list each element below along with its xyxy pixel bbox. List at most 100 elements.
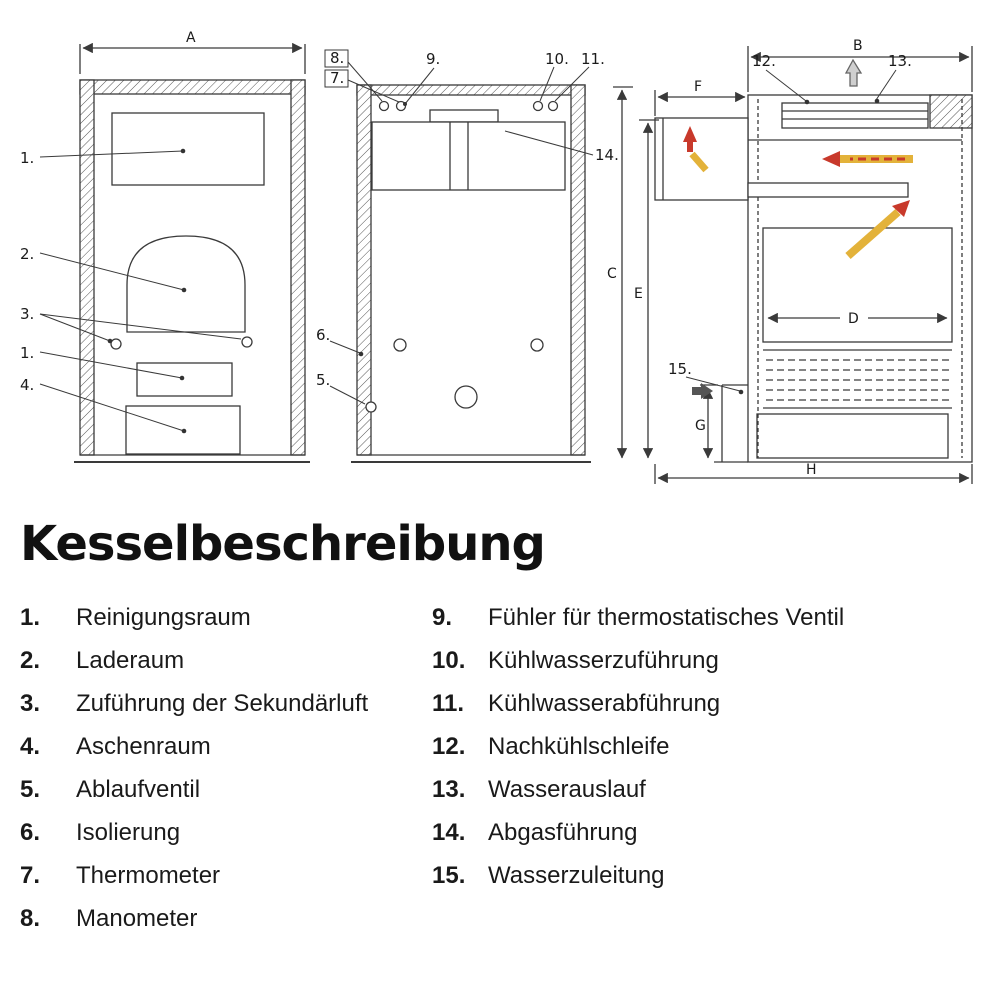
front-view-leader-lines bbox=[39, 148, 242, 434]
callout-4-aschenraum: 4. bbox=[20, 376, 34, 394]
legend-item-number: 7. bbox=[20, 862, 41, 889]
legend-item-label: Aschenraum bbox=[76, 733, 211, 760]
dimension-a: A bbox=[79, 30, 306, 74]
flue-outlet-box bbox=[429, 109, 499, 123]
page-title: Kesselbeschreibung bbox=[20, 516, 546, 572]
legend-item-label: Kühlwasserzuführung bbox=[488, 647, 719, 674]
dimension-label: F bbox=[694, 79, 702, 95]
legend-item-label: Thermometer bbox=[76, 862, 221, 889]
legend-item-label: Abgasführung bbox=[488, 819, 638, 846]
legend-item-number: 3. bbox=[20, 690, 41, 717]
legend-item-label: Wasserauslauf bbox=[488, 776, 646, 803]
legend-item: 1. Reinigungsraum bbox=[20, 604, 432, 632]
callout-1-reinigungsraum: 1. bbox=[20, 149, 34, 167]
legend-item-number: 14. bbox=[432, 819, 466, 846]
callout-10-kuehlwasserzufuehrung: 10. bbox=[545, 50, 569, 68]
technical-diagram: A bbox=[20, 30, 973, 484]
drain-valve bbox=[365, 401, 377, 413]
legend-item-label: Nachkühlschleife bbox=[488, 733, 670, 760]
callout-12-nachkuehlschleife: 12. bbox=[752, 52, 776, 70]
legend-item: 4. Aschenraum bbox=[20, 733, 432, 761]
legend-item-number: 13. bbox=[432, 776, 466, 803]
rear-port bbox=[454, 385, 478, 409]
callout-7-thermometer: 7. bbox=[330, 69, 344, 87]
side-view-leader-lines bbox=[685, 69, 897, 395]
top-rear-wall-hatch bbox=[929, 94, 973, 129]
dimension-label: B bbox=[853, 38, 863, 54]
legend-item-number: 10. bbox=[432, 647, 466, 674]
lower-cleaning-door bbox=[136, 362, 233, 397]
legend-item: 15. Wasserzuleitung bbox=[432, 862, 982, 890]
cooling-water-supply-fitting bbox=[532, 100, 544, 112]
legend-item: 6. Isolierung bbox=[20, 819, 432, 847]
callout-3-sekundaerluft: 3. bbox=[20, 305, 34, 323]
legend-item-label: Isolierung bbox=[76, 819, 181, 846]
legend-item-number: 6. bbox=[20, 819, 41, 846]
dimension-label: G bbox=[695, 418, 706, 434]
legend-item: 7. Thermometer bbox=[20, 862, 432, 890]
legend-item-number: 12. bbox=[432, 733, 466, 760]
legend-item-number: 15. bbox=[432, 862, 466, 889]
legend-column-right: 9. Fühler für thermostatisches Ventil 10… bbox=[432, 604, 982, 948]
callout-5-ablaufventil: 5. bbox=[316, 371, 330, 389]
dimension-label: C bbox=[607, 266, 617, 282]
legend-item-number: 11. bbox=[432, 690, 465, 717]
legend-item-number: 2. bbox=[20, 647, 41, 674]
rear-view-drawing: 8. 7. 9. 10. 11. 14. 6. 5. bbox=[316, 49, 619, 463]
legend-item-label: Reinigungsraum bbox=[76, 604, 251, 631]
dimension-b: B bbox=[747, 38, 973, 92]
dimension-h: H bbox=[654, 462, 973, 484]
loading-door-arch bbox=[126, 235, 246, 333]
after-cooling-coil bbox=[781, 102, 929, 129]
legend-item: 13. Wasserauslauf bbox=[432, 776, 982, 804]
legend-item-label: Laderaum bbox=[76, 647, 185, 674]
legend-item-label: Fühler für thermostatisches Ventil bbox=[488, 604, 845, 631]
legend-item-label: Ablaufventil bbox=[76, 776, 201, 803]
legend-item: 11. Kühlwasserabführung bbox=[432, 690, 982, 718]
legend-item-label: Wasserzuleitung bbox=[488, 862, 665, 889]
grate-section bbox=[763, 349, 952, 409]
side-section-drawing: B F bbox=[607, 38, 973, 484]
legend-item: 2. Laderaum bbox=[20, 647, 432, 675]
callout-1-reinigungsraum-lower: 1. bbox=[20, 344, 34, 362]
dimension-c: C bbox=[607, 86, 633, 459]
legend-item: 8. Manometer bbox=[20, 905, 432, 933]
ash-box bbox=[756, 413, 949, 459]
lower-front-step bbox=[714, 384, 748, 463]
flue-baffle-plate bbox=[747, 182, 909, 198]
secondary-air-inlet-right bbox=[241, 336, 253, 348]
legend-item-label: Manometer bbox=[76, 905, 198, 932]
callout-13-wasserauslauf: 13. bbox=[888, 52, 912, 70]
rear-fitting-left bbox=[393, 338, 407, 352]
legend-column-left: 1. Reinigungsraum 2. Laderaum 3. Zuführu… bbox=[20, 604, 432, 948]
water-outlet-arrow bbox=[844, 58, 863, 87]
dimension-d: D bbox=[767, 311, 948, 327]
rear-fitting-right bbox=[530, 338, 544, 352]
dimension-g: G bbox=[695, 384, 718, 459]
rear-view-leader-lines bbox=[324, 49, 594, 405]
dimension-label: D bbox=[848, 311, 859, 327]
callout-11-kuehlwasserabfuehrung: 11. bbox=[581, 50, 605, 68]
callout-2-laderaum: 2. bbox=[20, 245, 34, 263]
legend-item-number: 5. bbox=[20, 776, 41, 803]
legend-item: 9. Fühler für thermostatisches Ventil bbox=[432, 604, 982, 632]
callout-14-abgasfuehrung: 14. bbox=[595, 146, 619, 164]
legend-item-label: Kühlwasserabführung bbox=[488, 690, 721, 717]
legend-item-number: 9. bbox=[432, 604, 453, 631]
legend-item: 10. Kühlwasserzuführung bbox=[432, 647, 982, 675]
flue-gas-flow-arrows bbox=[683, 126, 913, 260]
cooling-water-return-fitting bbox=[547, 100, 559, 112]
boiler-body-walls bbox=[351, 84, 591, 463]
cleaning-door bbox=[111, 112, 265, 186]
parts-legend: 1. Reinigungsraum 2. Laderaum 3. Zuführu… bbox=[20, 604, 982, 948]
dimension-label: E bbox=[634, 286, 643, 302]
legend-item: 12. Nachkühlschleife bbox=[432, 733, 982, 761]
callout-8-manometer: 8. bbox=[330, 49, 344, 67]
legend-item: 3. Zuführung der Sekundärluft bbox=[20, 690, 432, 718]
callout-9-fuehler: 9. bbox=[426, 50, 440, 68]
front-door-block bbox=[654, 117, 749, 201]
dimension-label: H bbox=[806, 462, 817, 478]
legend-item: 14. Abgasführung bbox=[432, 819, 982, 847]
manometer-fitting bbox=[378, 100, 390, 112]
